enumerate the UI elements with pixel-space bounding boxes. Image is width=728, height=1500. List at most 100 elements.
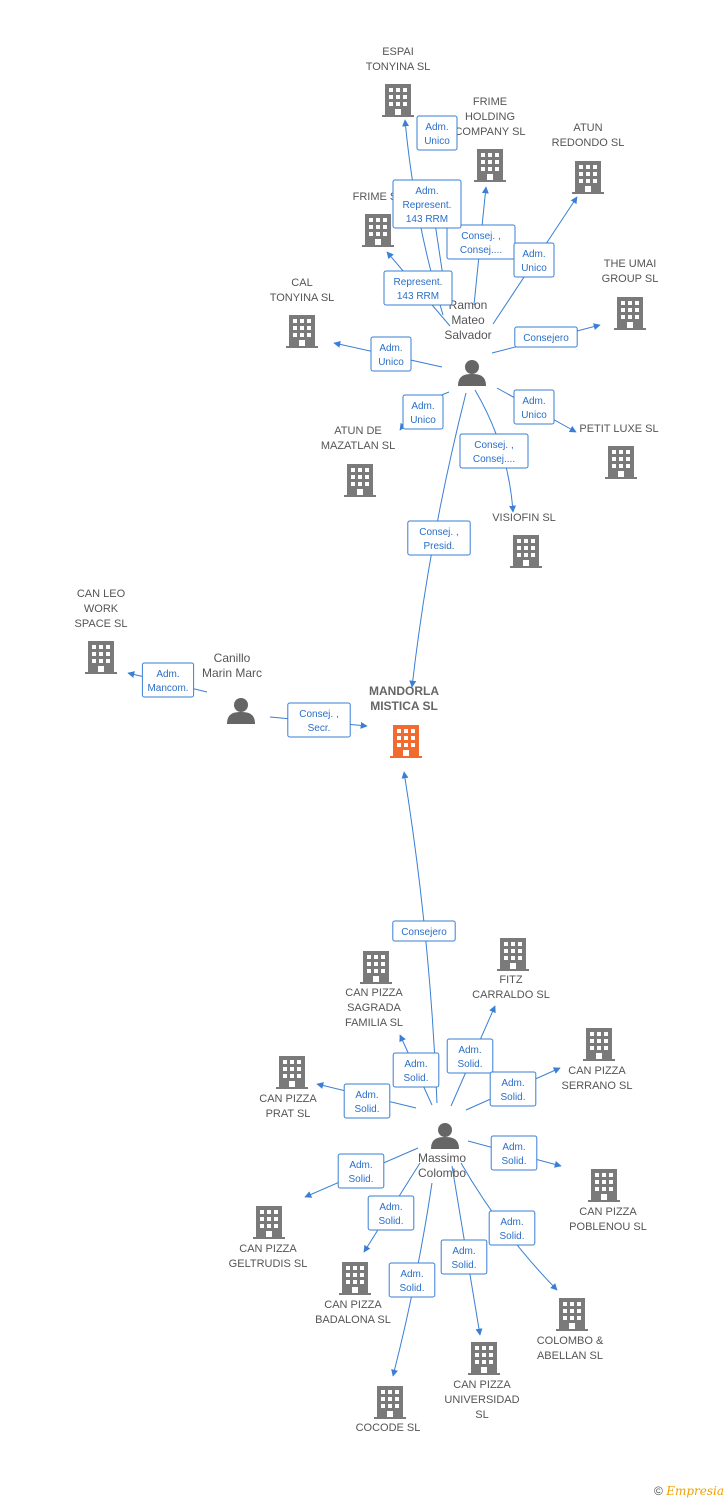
edge-label-ramon-mandorla[interactable]: Consej. ,Presid.: [407, 520, 471, 556]
edge-label-ramon-frime_sl[interactable]: Adm.Represent.143 RRM: [392, 179, 462, 229]
edge-label-massimo-mandorla[interactable]: Consejero: [392, 920, 456, 942]
building-icon[interactable]: [510, 535, 542, 568]
edge-label-massimo-cp_sagrada[interactable]: Adm.Solid.: [392, 1052, 440, 1088]
edge-label-ramon-atun_redondo[interactable]: Adm.Unico: [513, 242, 555, 278]
edge-label-massimo-cp_prat[interactable]: Adm.Solid.: [343, 1083, 391, 1119]
edge-label-massimo-fitz[interactable]: Adm.Solid.: [446, 1038, 494, 1074]
edge-label-ramon-the_umai[interactable]: Consejero: [514, 326, 578, 348]
empresia-logo[interactable]: Empresia: [666, 1484, 724, 1498]
edge-label-ramon-espai[interactable]: Adm.Unico: [416, 115, 458, 151]
building-icon[interactable]: [360, 951, 392, 984]
building-icon[interactable]: [572, 161, 604, 194]
building-icon[interactable]: [276, 1056, 308, 1089]
edge-label-ramon-frime_sl[interactable]: Represent.143 RRM: [383, 270, 453, 306]
edge-label-canillo-can_leo[interactable]: Adm.Mancom.: [141, 662, 195, 698]
building-icon[interactable]: [382, 84, 414, 117]
building-icon[interactable]: [286, 315, 318, 348]
node-label-frime_sl[interactable]: FRIME SL: [353, 191, 404, 203]
node-cocode[interactable]: COCODE SL: [356, 1386, 421, 1434]
svg-text:Consej. ,Consej....: Consej. ,Consej....: [460, 231, 502, 256]
node-frime_sl[interactable]: FRIME SL: [353, 191, 404, 247]
edge-label-massimo-colombo_abellan[interactable]: Adm.Solid.: [488, 1210, 536, 1246]
node-colombo_abellan[interactable]: COLOMBO &ABELLAN SL: [537, 1298, 604, 1362]
edge-label-massimo-cp_badalona[interactable]: Adm.Solid.: [367, 1195, 415, 1231]
building-icon[interactable]: [362, 214, 394, 247]
building-icon[interactable]: [588, 1169, 620, 1202]
building-icon[interactable]: [374, 1386, 406, 1419]
building-icon[interactable]: [344, 464, 376, 497]
edge-label-ramon-visiofin[interactable]: Consej. ,Consej....: [459, 433, 529, 469]
edge-label-canillo-mandorla[interactable]: Consej. ,Secr.: [287, 702, 351, 738]
edge-label-massimo-cp_geltrudis[interactable]: Adm.Solid.: [337, 1153, 385, 1189]
person-icon[interactable]: [458, 360, 486, 386]
node-label-cocode[interactable]: COCODE SL: [356, 1422, 421, 1434]
main-company-building-icon[interactable]: [390, 725, 422, 758]
building-icon[interactable]: [497, 938, 529, 971]
node-petit_luxe[interactable]: PETIT LUXE SL: [579, 423, 659, 479]
edge-label-massimo-cp_poblenou[interactable]: Adm.Solid.: [490, 1135, 538, 1171]
edge-label-massimo-cp_serrano[interactable]: Adm.Solid.: [489, 1071, 537, 1107]
building-icon[interactable]: [474, 149, 506, 182]
building-icon[interactable]: [468, 1342, 500, 1375]
edge-label-ramon-petit_luxe[interactable]: Adm.Unico: [513, 389, 555, 425]
edge-label-massimo-cp_universidad[interactable]: Adm.Solid.: [440, 1239, 488, 1275]
person-icon[interactable]: [227, 698, 255, 724]
building-icon[interactable]: [614, 297, 646, 330]
node-visiofin[interactable]: VISIOFIN SL: [492, 512, 556, 568]
node-label-visiofin[interactable]: VISIOFIN SL: [492, 512, 556, 524]
building-icon[interactable]: [85, 641, 117, 674]
building-icon[interactable]: [253, 1206, 285, 1239]
svg-text:Adm.Unico: Adm.Unico: [410, 401, 436, 426]
building-icon[interactable]: [556, 1298, 588, 1331]
edge-label-ramon-frime_holding[interactable]: Consej. ,Consej....: [446, 224, 516, 260]
building-icon[interactable]: [605, 446, 637, 479]
person-icon[interactable]: [431, 1123, 459, 1149]
node-label-colombo_abellan[interactable]: COLOMBO &ABELLAN SL: [537, 1335, 604, 1362]
edge-label-ramon-atun_mazatlan[interactable]: Adm.Unico: [402, 394, 444, 430]
building-icon[interactable]: [583, 1028, 615, 1061]
edge-label-ramon-cal_tonyina[interactable]: Adm.Unico: [370, 336, 412, 372]
edge-label-massimo-cocode[interactable]: Adm.Solid.: [388, 1262, 436, 1298]
node-label-petit_luxe[interactable]: PETIT LUXE SL: [579, 423, 658, 435]
svg-text:Adm.Unico: Adm.Unico: [378, 343, 404, 368]
building-icon[interactable]: [339, 1262, 371, 1295]
